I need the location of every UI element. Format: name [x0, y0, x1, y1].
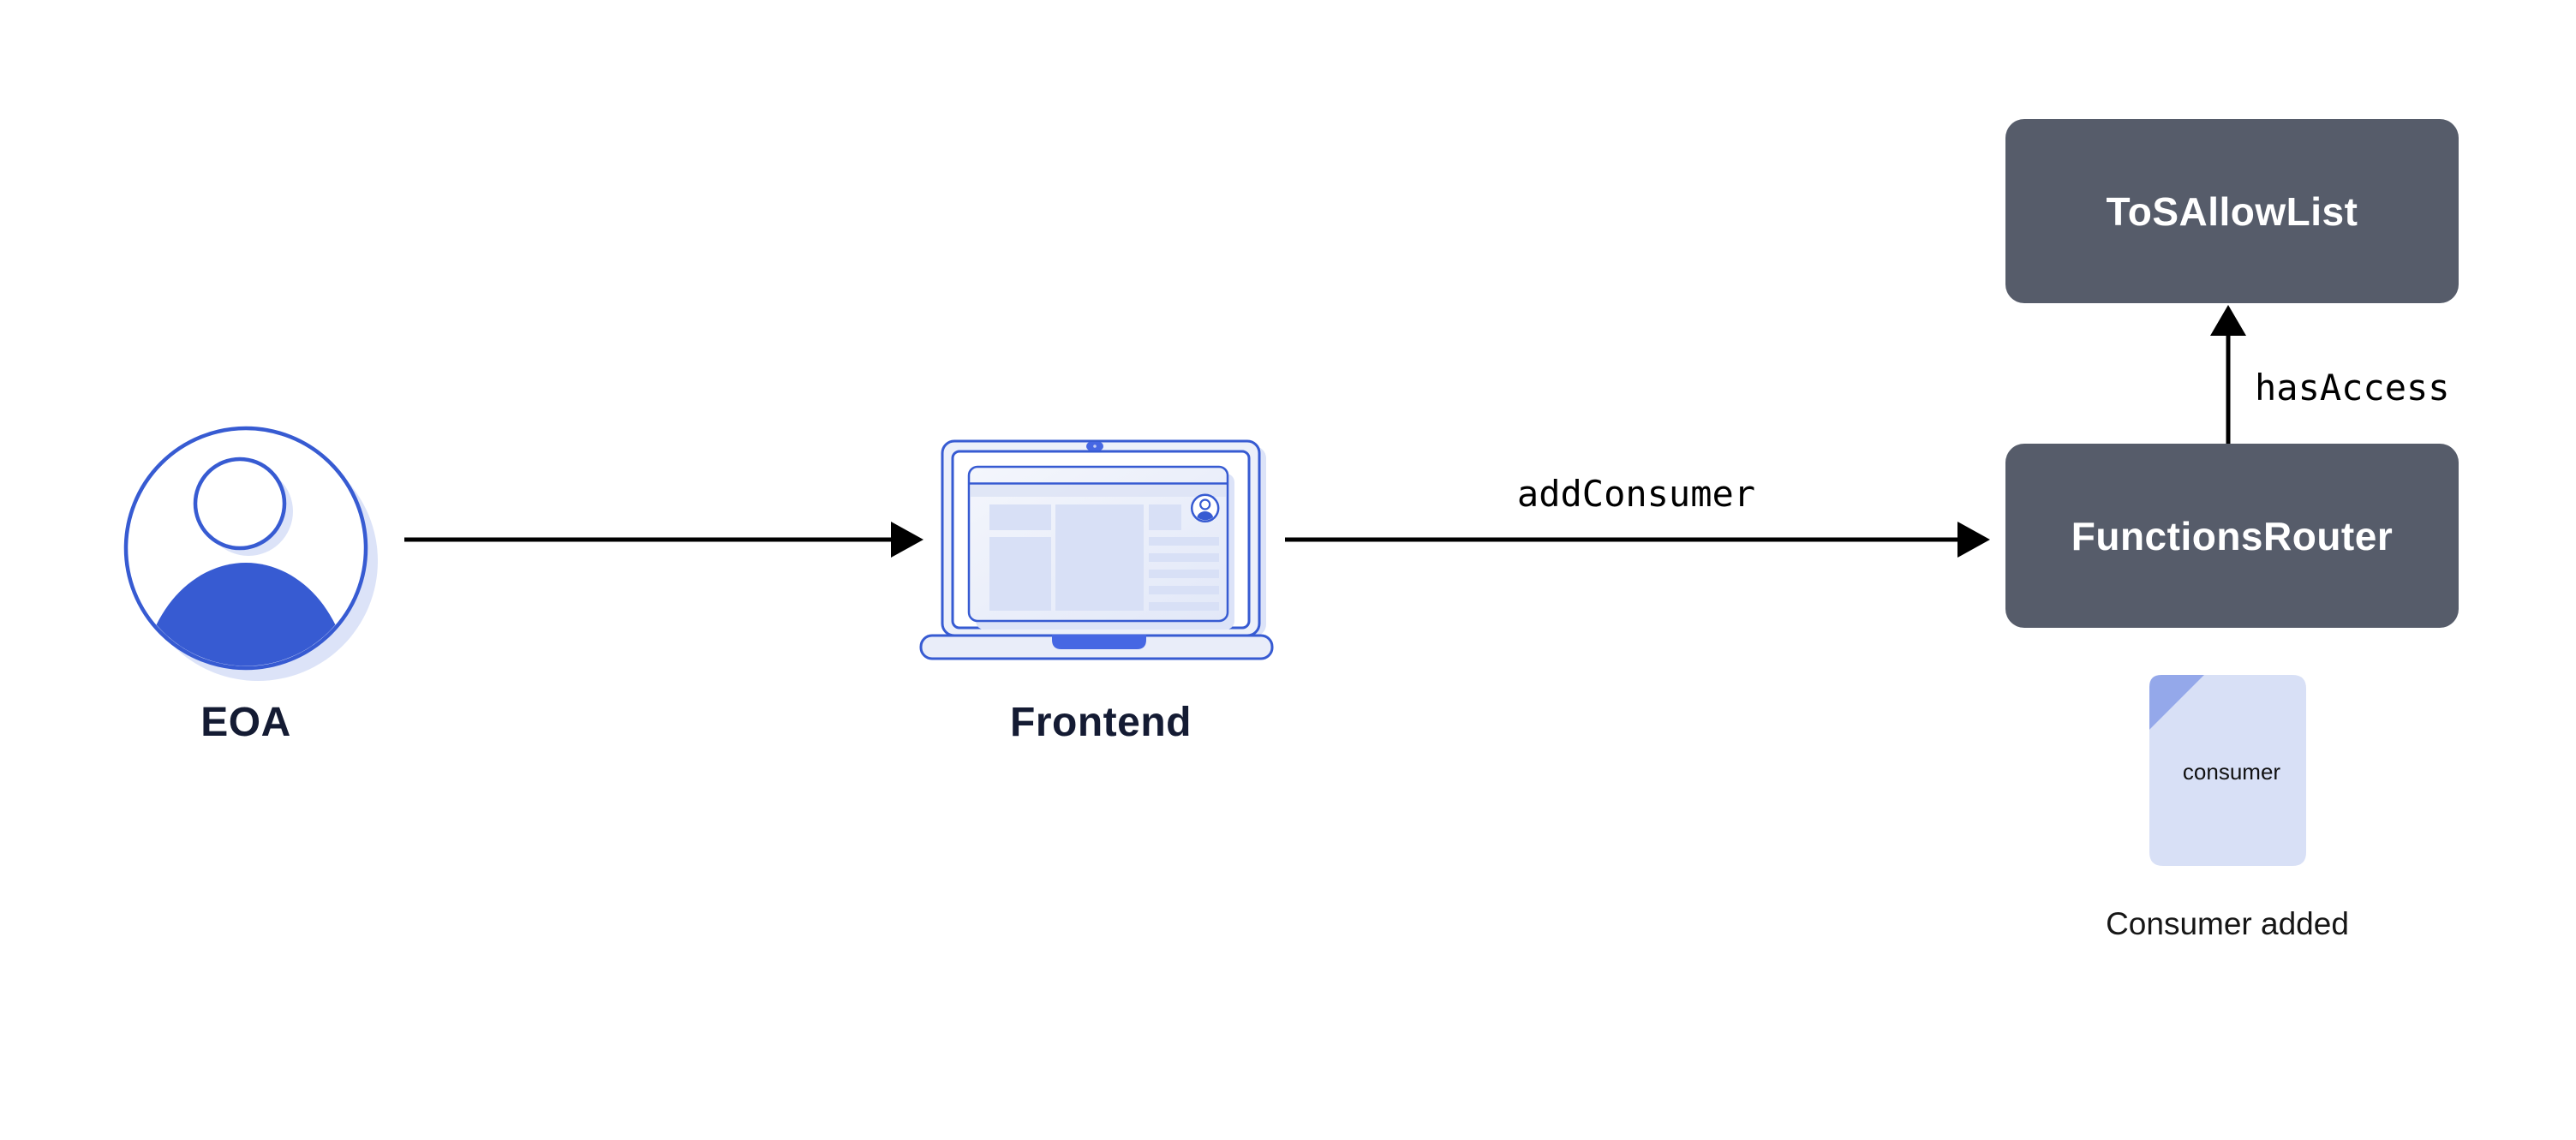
node-label-functionsrouter: FunctionsRouter [2071, 513, 2394, 558]
document-body [2149, 675, 2306, 866]
node-functionsrouter: FunctionsRouter [2005, 444, 2459, 628]
document-label: consumer [2182, 759, 2281, 785]
document-caption: Consumer added [2106, 906, 2349, 941]
browser-toolbar [971, 485, 1226, 497]
edge-label-addconsumer: addConsumer [1516, 473, 1756, 515]
avatar-head [193, 457, 287, 551]
arrowhead-up-icon [2210, 305, 2246, 336]
edge-label-hasaccess: hasAccess [2255, 367, 2450, 409]
node-tosallowlist: ToSAllowList [2005, 119, 2459, 303]
arrowhead-right-icon [1957, 522, 1990, 558]
laptop-notch [1052, 635, 1146, 649]
document-icon [2149, 675, 2306, 866]
node-label-eoa: EOA [200, 700, 291, 745]
arrowhead-right-icon [891, 522, 923, 558]
arrow-eoa-to-frontend [404, 522, 923, 558]
arrow-router-to-allowlist [2210, 305, 2246, 445]
browser-content-blocks [989, 504, 1219, 611]
node-label-frontend: Frontend [1010, 700, 1192, 745]
arrow-frontend-to-router [1285, 522, 1990, 558]
node-label-tosallowlist: ToSAllowList [2106, 188, 2358, 234]
user-avatar-icon [123, 426, 378, 681]
laptop-icon [919, 439, 1274, 660]
avatar-shoulders [141, 563, 350, 666]
document-fold [2149, 675, 2204, 730]
